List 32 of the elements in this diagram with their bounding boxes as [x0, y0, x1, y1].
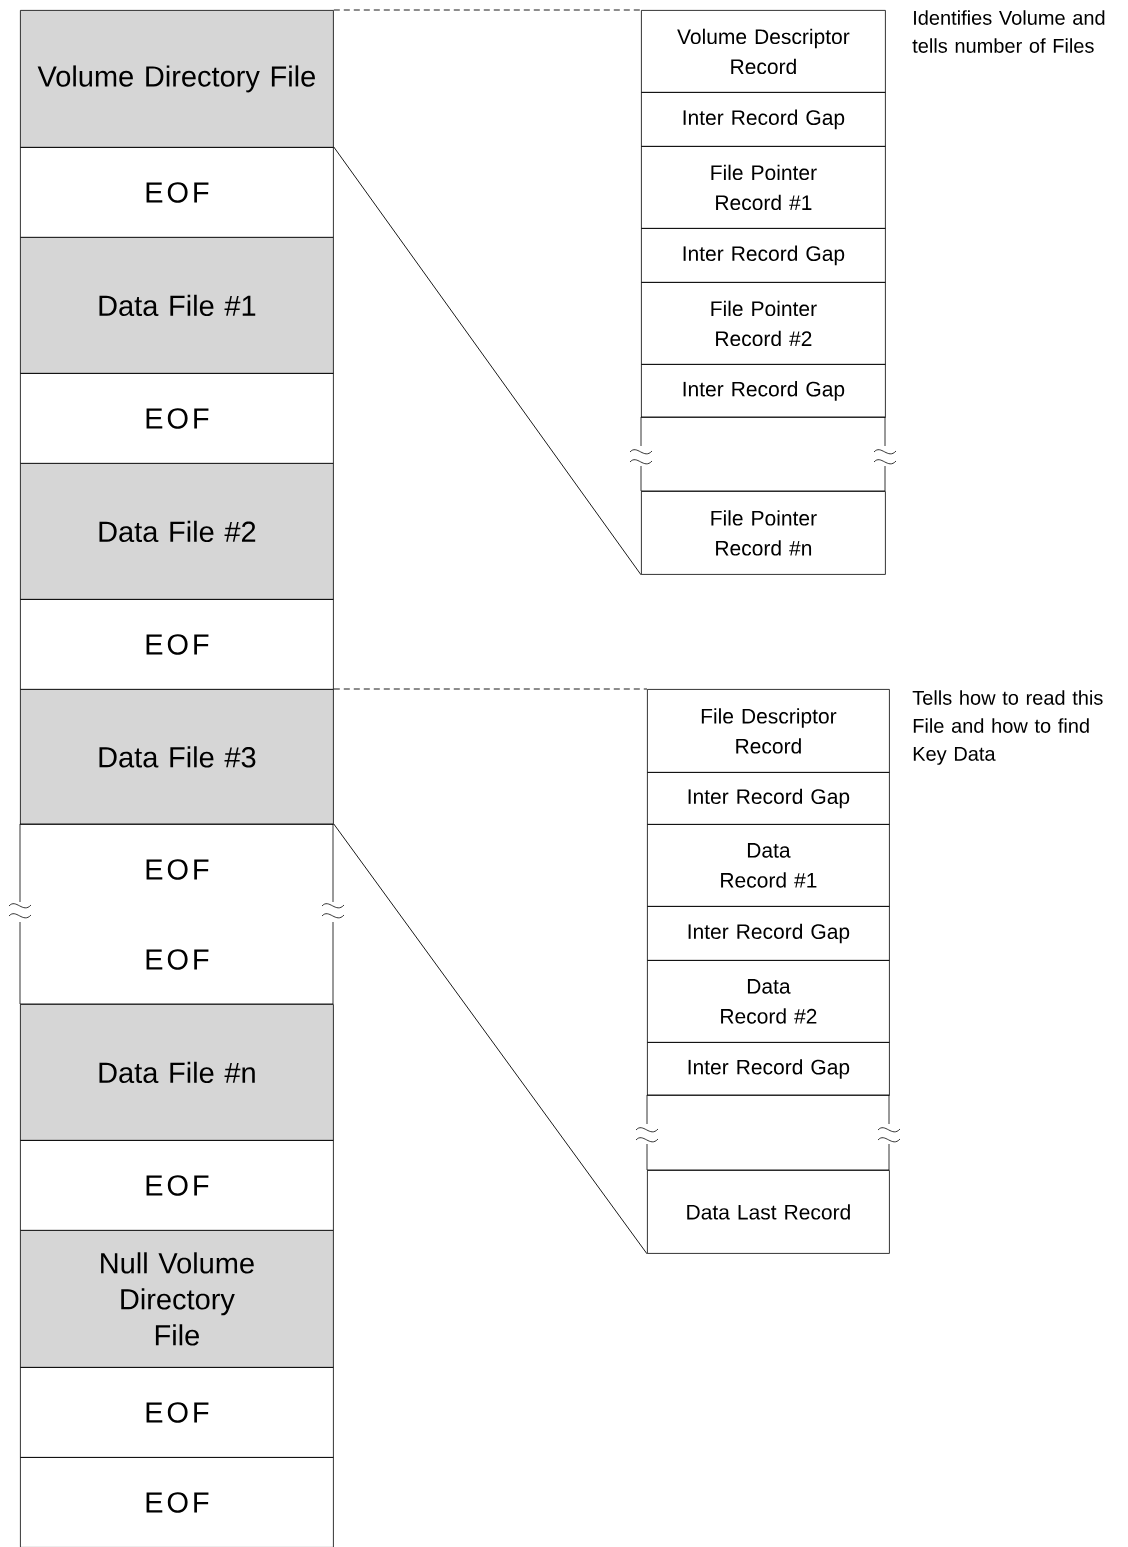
record-block: Data Last Record	[647, 1170, 890, 1254]
record-block: Inter Record Gap	[641, 92, 886, 147]
expansion-line	[333, 688, 648, 690]
record-block: Inter Record Gap	[641, 364, 886, 418]
file-block: Data File #1	[20, 237, 334, 374]
note: Tells how to read this File and how to find Key Data	[912, 690, 1103, 765]
file-block: Volume Directory File	[20, 10, 334, 148]
record-block: Inter Record Gap	[647, 906, 890, 961]
note: Identifies Volume and tells number of Files	[912, 10, 1105, 53]
file-block: EOF	[20, 1367, 334, 1458]
record-block: File Pointer Record #1	[641, 146, 886, 229]
gap-block	[635, 1094, 901, 1171]
file-block: Null Volume Directory File	[20, 1230, 334, 1368]
record-block: Volume Descriptor Record	[641, 10, 886, 93]
file-block: Data File #3	[20, 689, 334, 825]
expansion-line	[333, 146, 642, 576]
expansion-line	[333, 823, 648, 1255]
record-block: File Pointer Record #n	[641, 491, 886, 575]
file-block: EOF	[20, 1457, 334, 1547]
record-block: Data Record #2	[647, 960, 890, 1043]
file-block: Data File #n	[20, 1004, 334, 1141]
record-block: Data Record #1	[647, 824, 890, 907]
file-block: EOF	[8, 823, 345, 919]
record-block: Inter Record Gap	[641, 228, 886, 283]
record-block: File Descriptor Record	[647, 689, 890, 773]
file-block: EOF	[19, 921, 334, 1005]
expansion-line	[333, 9, 642, 11]
record-block: Inter Record Gap	[647, 1042, 890, 1096]
gap-block	[629, 416, 897, 492]
file-block: Data File #2	[20, 463, 334, 600]
record-block: Inter Record Gap	[647, 772, 890, 825]
record-block: File Pointer Record #2	[641, 282, 886, 365]
